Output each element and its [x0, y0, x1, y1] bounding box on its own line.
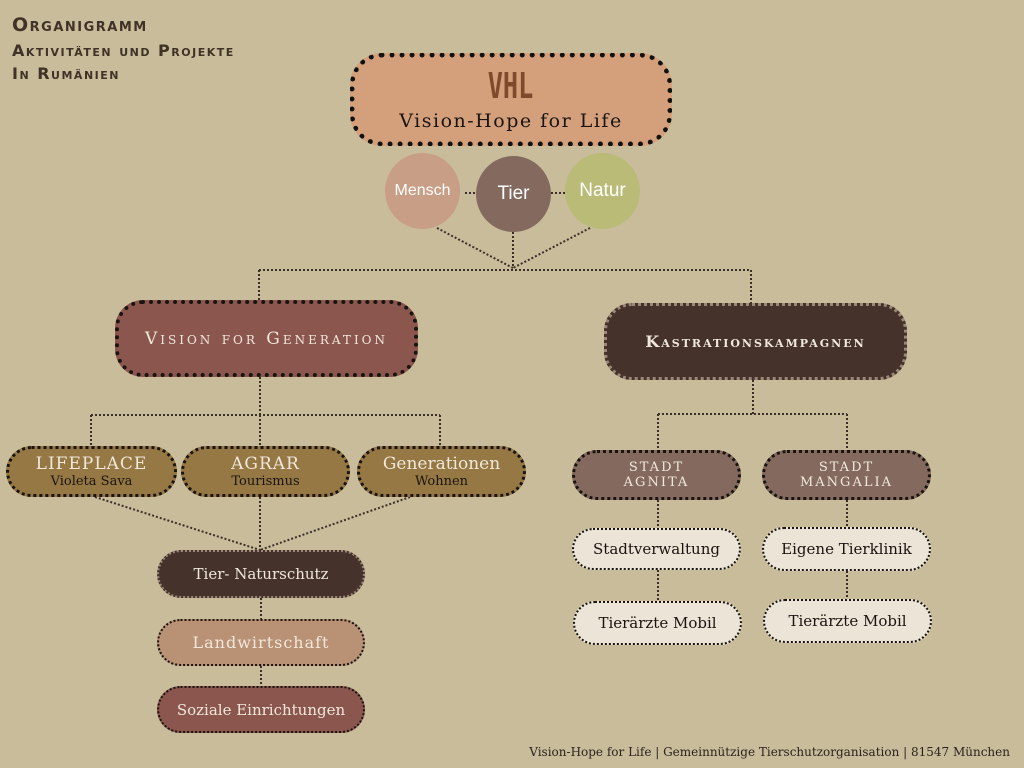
project-agrar: AGRAR Tourismus	[181, 446, 350, 497]
footer: Vision-Hope for Life | Gemeinnützige Tie…	[529, 745, 1010, 759]
city-mangalia: Stadt Mangalia	[762, 450, 931, 500]
value-natur: Natur	[565, 153, 640, 229]
item-tieraerzte-mobil-agnita: Tierärzte Mobil	[573, 601, 742, 645]
node-landwirtschaft: Landwirtschaft	[157, 619, 365, 666]
root-node-vhl: VHL Vision-Hope for Life	[350, 53, 672, 146]
diagram-subtitle-2: In Rumänien	[12, 64, 120, 83]
root-name: Vision-Hope for Life	[399, 109, 623, 132]
project-title: AGRAR	[231, 453, 300, 474]
node-tier-naturschutz: Tier- Naturschutz	[157, 550, 365, 598]
project-subtitle: Wohnen	[414, 473, 469, 489]
item-tieraerzte-mobil-mangalia: Tierärzte Mobil	[763, 599, 932, 643]
project-subtitle: Tourismus	[231, 473, 300, 489]
project-lifeplace: LIFEPLACE Violeta Sava	[6, 446, 177, 497]
diagram-title: Organigramm	[12, 14, 148, 36]
project-title: Generationen	[382, 453, 501, 474]
root-abbr: VHL	[488, 65, 534, 107]
city-agnita: Stadt Agnita	[572, 450, 741, 500]
node-soziale-einrichtungen: Soziale Einrichtungen	[157, 686, 365, 733]
project-generationen: Generationen Wohnen	[357, 446, 526, 497]
project-title: LIFEPLACE	[35, 453, 148, 474]
node-vision-for-generation: Vision for Generation	[115, 300, 418, 377]
value-mensch: Mensch	[385, 153, 460, 229]
project-subtitle: Violeta Sava	[50, 473, 133, 489]
item-stadtverwaltung: Stadtverwaltung	[572, 528, 741, 570]
value-tier: Tier	[476, 156, 551, 232]
node-kastrationskampagnen: Kastrationskampagnen	[604, 303, 907, 380]
diagram-subtitle: Aktivitäten und Projekte	[12, 41, 235, 60]
item-eigene-tierklinik: Eigene Tierklinik	[762, 527, 931, 571]
